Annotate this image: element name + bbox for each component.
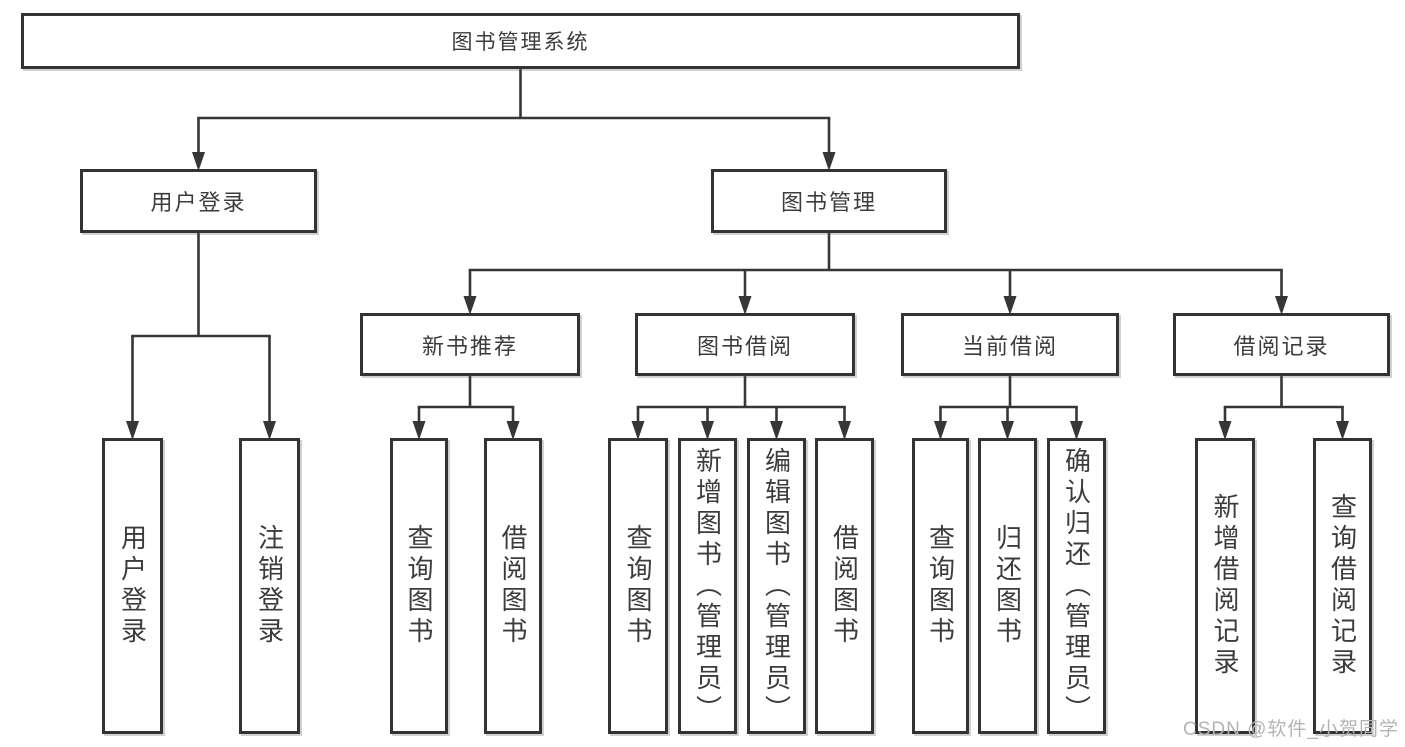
leaf-query-books: 查询图书 [608, 438, 668, 734]
leaf-edit-books-admin: 编辑图书（管理员） [747, 438, 806, 734]
leaf-label: 新增借阅记录 [1210, 493, 1240, 679]
leaf-label: 查询借阅记录 [1327, 493, 1358, 679]
leaf-add-borrow-record: 新增借阅记录 [1195, 438, 1255, 734]
node-label: 图书管理系统 [451, 31, 590, 54]
node-current-borrowing: 当前借阅 [901, 313, 1119, 376]
leaf-label: 查询图书 [404, 524, 434, 648]
leaf-label: 借阅图书 [829, 524, 860, 648]
leaf-query-books: 查询图书 [390, 438, 448, 734]
node-library-management-system: 图书管理系统 [21, 13, 1020, 69]
node-new-book-recommend: 新书推荐 [360, 313, 580, 376]
leaf-label: 借阅图书 [498, 524, 528, 648]
node-borrowing-records: 借阅记录 [1173, 313, 1390, 376]
node-book-management: 图书管理 [711, 169, 947, 233]
node-label: 图书管理 [780, 190, 877, 215]
leaf-label: 查询图书 [925, 524, 956, 648]
node-label: 当前借阅 [961, 333, 1058, 359]
node-label: 用户登录 [150, 190, 247, 215]
leaf-user-login: 用户登录 [102, 438, 163, 734]
leaf-label: 归还图书 [992, 524, 1023, 648]
leaf-label: 编辑图书（管理员） [761, 446, 792, 726]
leaf-label: 新增图书（管理员） [692, 446, 723, 726]
node-book-borrowing: 图书借阅 [635, 313, 855, 376]
leaf-label: 注销登录 [254, 524, 285, 648]
node-user-login: 用户登录 [80, 169, 317, 233]
leaf-query-books: 查询图书 [912, 438, 969, 734]
leaf-label: 用户登录 [117, 524, 148, 648]
leaf-label: 确认归还（管理员） [1061, 446, 1092, 726]
node-label: 图书借阅 [696, 333, 793, 359]
node-label: 借阅记录 [1233, 333, 1330, 359]
leaf-add-books-admin: 新增图书（管理员） [678, 438, 737, 734]
leaf-label: 查询图书 [623, 524, 653, 648]
leaf-confirm-return-admin: 确认归还（管理员） [1047, 438, 1106, 734]
leaf-return-books: 归还图书 [978, 438, 1037, 734]
leaf-borrow-books: 借阅图书 [815, 438, 874, 734]
leaf-logout: 注销登录 [239, 438, 300, 734]
leaf-query-borrow-record: 查询借阅记录 [1313, 438, 1372, 734]
watermark: CSDN @软件_小贺同学 [1183, 719, 1399, 740]
leaf-borrow-books: 借阅图书 [484, 438, 542, 734]
node-label: 新书推荐 [421, 333, 518, 359]
